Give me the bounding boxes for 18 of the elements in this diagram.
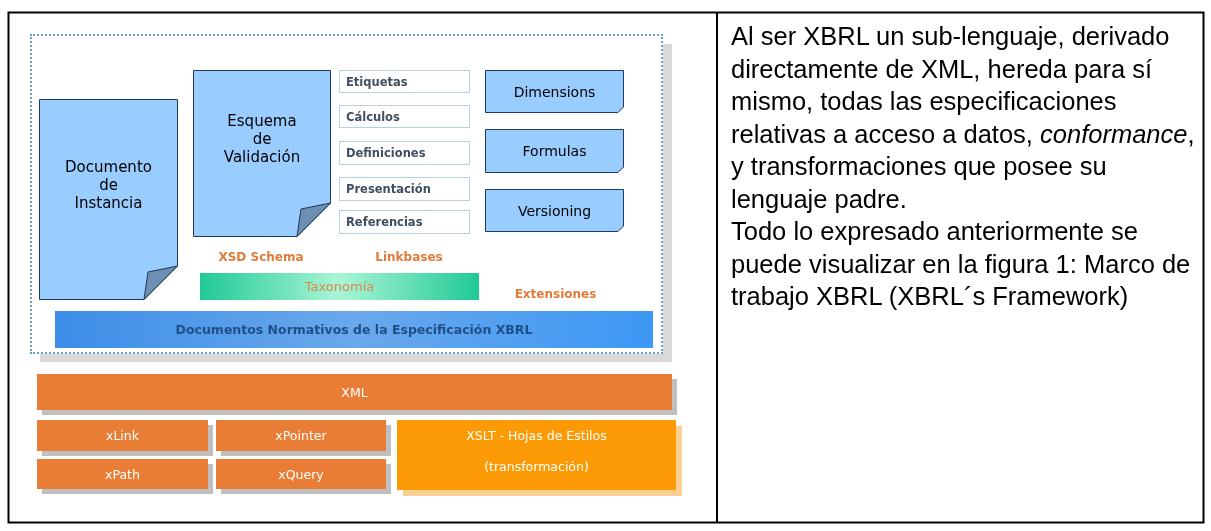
layer-label: XSD Schema bbox=[217, 250, 305, 264]
extension-box: Dimensions bbox=[485, 70, 624, 113]
linkbase-box: Etiquetas bbox=[339, 70, 470, 93]
linkbase-box: Definiciones bbox=[339, 141, 470, 165]
taxonomy-bar: Taxonomía bbox=[200, 273, 479, 300]
paragraph: Al ser XBRL un sub-lenguaje, derivado directamente de XML, hereda para sí mismo, todas las especificaciones relativas a acceso a datos, conformance, y transformaciones que posee su lenguaje padre. bbox=[731, 21, 1196, 215]
layer-label: Linkbases bbox=[374, 250, 444, 264]
linkbase-box: Referencias bbox=[339, 210, 470, 234]
document-shape: Documento de Instancia bbox=[39, 99, 178, 300]
layer-label: Extensiones bbox=[513, 287, 598, 301]
paragraph: Todo lo expresado anteriormente se puede visualizar en la figura 1: Marco de trabajo XBRL (XBRL´s Framework) bbox=[731, 216, 1192, 312]
linkbase-box: Cálculos bbox=[339, 105, 470, 128]
linkbase-box: Presentación bbox=[339, 177, 470, 201]
dotted-frame bbox=[30, 34, 663, 354]
extension-box: Versioning bbox=[485, 189, 624, 232]
specification-bar: Documentos Normativos de la Especificación XBRL bbox=[55, 311, 653, 348]
document-shape: Esquema de Validación bbox=[193, 70, 331, 237]
extension-box: Formulas bbox=[485, 129, 624, 173]
